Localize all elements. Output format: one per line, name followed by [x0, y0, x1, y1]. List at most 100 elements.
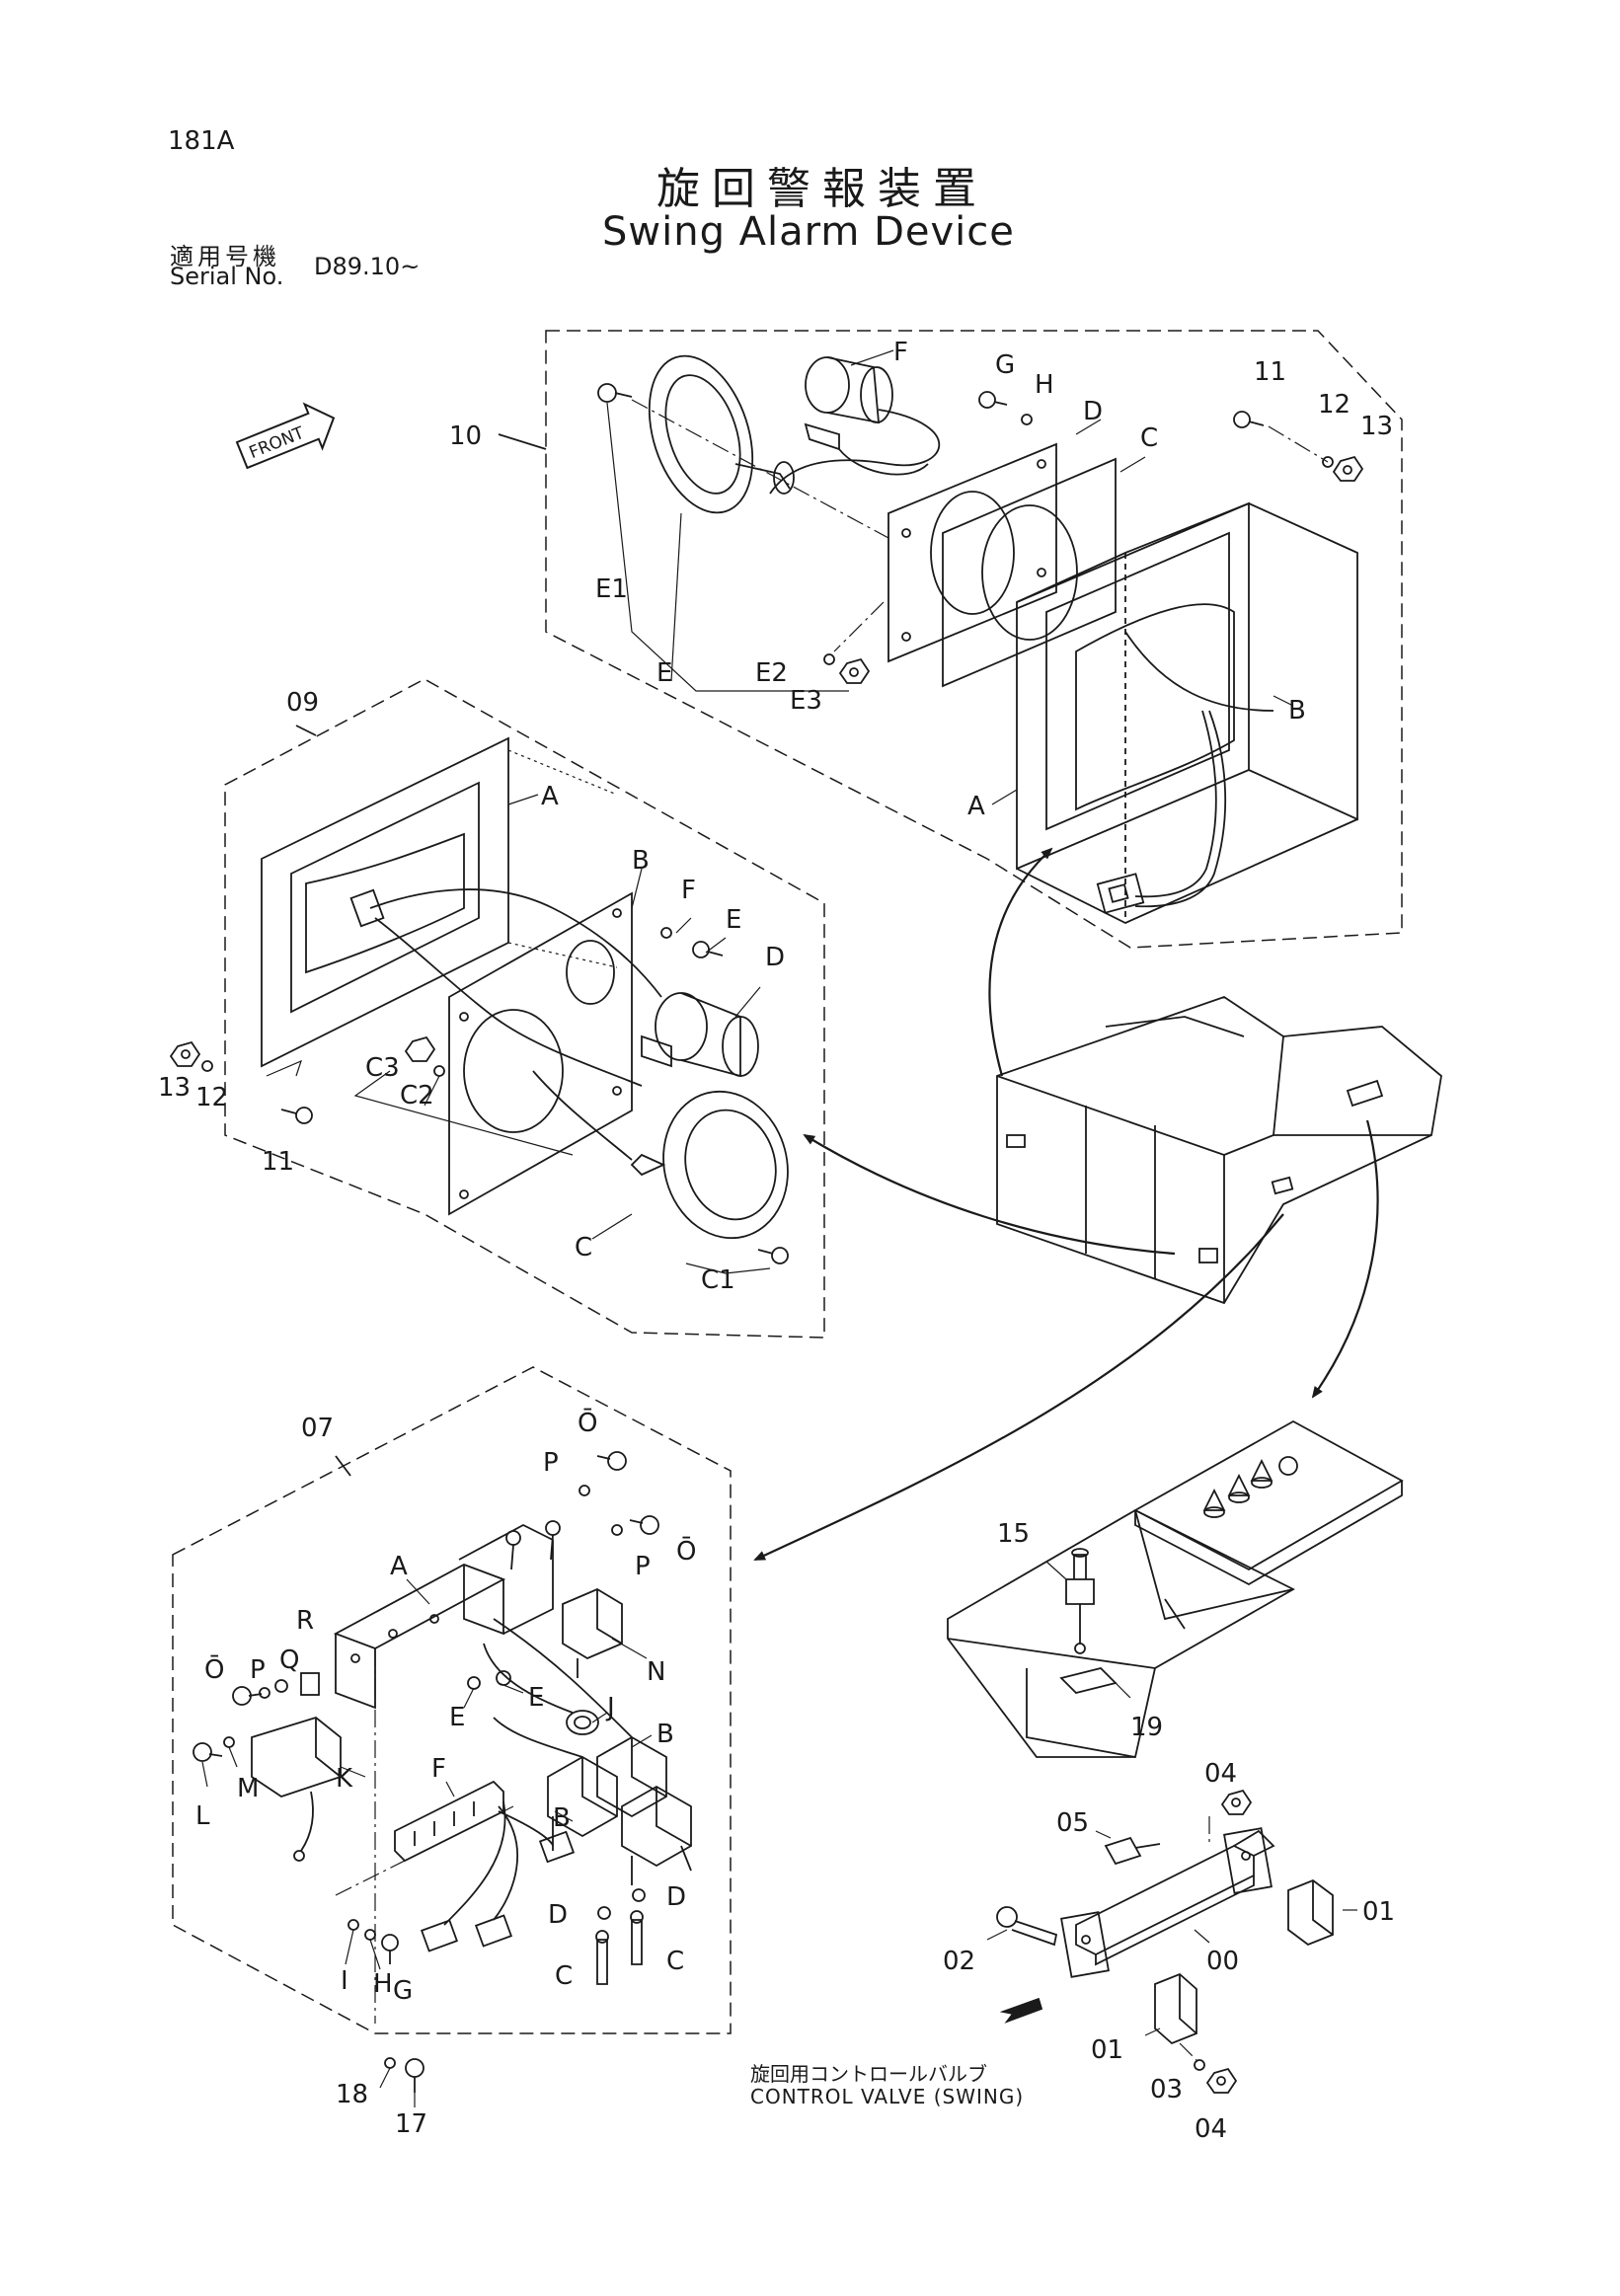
callout-09-c2: C2	[400, 1081, 434, 1110]
callout-07: 07	[301, 1414, 334, 1443]
cab-overview	[996, 996, 1442, 1305]
serial-number-value: D89.10~	[314, 253, 421, 280]
washer-h	[364, 1929, 376, 1941]
callout-10-h: H	[1035, 370, 1054, 400]
valve-bracket-assembly	[986, 1789, 1357, 2094]
block-01-right	[1287, 1878, 1334, 1947]
callout-07-o-top: Ō	[578, 1408, 597, 1438]
group-10-labels: 10 E1 E E2 E3 F G H D C A B 11 12 13	[449, 338, 1393, 821]
control-valve-label-english: CONTROL VALVE (SWING)	[750, 2085, 1025, 2108]
panel-washer-f	[660, 927, 672, 939]
front-label: FRONT	[247, 423, 308, 464]
panel-connector	[349, 888, 385, 928]
callout-07-n: N	[647, 1657, 665, 1687]
knob-3	[1250, 1458, 1273, 1489]
assembly-group-09	[169, 678, 825, 1339]
nut-13-top	[1332, 455, 1364, 482]
group-07-leader	[335, 1455, 351, 1477]
callout-07-d-2: D	[666, 1882, 686, 1912]
arrow-to-control-panel	[1311, 1119, 1379, 1399]
title-japanese: 旋回警報装置	[656, 164, 988, 214]
control-panel-labels: 15 19	[997, 1519, 1163, 1742]
bracket-plate-d	[887, 442, 1057, 663]
callout-07-b-2: B	[553, 1803, 571, 1833]
lamp-housing-a	[1016, 501, 1358, 924]
callout-10-c: C	[1140, 423, 1158, 453]
control-valve-label-japanese: 旋回用コントロールバルブ	[750, 2062, 987, 2086]
serial-label-japanese: 適用号機	[170, 243, 280, 270]
panel-lamp-c	[630, 1090, 789, 1240]
callout-07-i: I	[341, 1966, 348, 1996]
washer-m	[223, 1736, 235, 1748]
callout-07-k: K	[336, 1764, 353, 1794]
callout-07-c-2: C	[666, 1947, 684, 1976]
callout-07-a: A	[390, 1552, 408, 1581]
toggle-switch-15	[1065, 1548, 1095, 1654]
callout-07-e-1: E	[528, 1683, 544, 1713]
panel-washer-c2	[433, 1065, 445, 1077]
callout-07-e-2: E	[449, 1703, 465, 1732]
bracket-00	[1060, 1827, 1275, 1978]
callout-10-e2: E2	[755, 658, 788, 688]
washer-18	[384, 2057, 396, 2069]
clip-r	[300, 1672, 320, 1696]
relay-n	[562, 1587, 623, 1678]
callout-10-e: E	[656, 658, 672, 688]
screw-d-1	[597, 1906, 611, 1920]
callout-07-o-right: Ō	[676, 1536, 696, 1567]
relay-bracket-a	[333, 1523, 554, 1710]
callout-10-e1: E1	[595, 574, 628, 604]
knob-4	[1278, 1456, 1298, 1476]
callout-09-f: F	[681, 876, 696, 905]
assembly-group-07	[172, 1366, 732, 2107]
harness-connector-2	[474, 1914, 513, 1948]
gasket-c	[942, 457, 1117, 688]
callout-07-f: F	[431, 1754, 446, 1784]
bolt-c-1	[595, 1930, 609, 1985]
bolt-02	[996, 1906, 1058, 1947]
assembly-group-10	[498, 330, 1403, 949]
callout-07-p-top: P	[543, 1448, 559, 1478]
callout-09-12: 12	[195, 1083, 228, 1112]
callout-10-12: 12	[1318, 390, 1350, 420]
arrow-to-group-09	[803, 1133, 1176, 1256]
callout-09-11: 11	[262, 1147, 294, 1177]
ring-terminal-2	[545, 1520, 561, 1561]
callout-09-c1: C1	[701, 1265, 735, 1295]
buzzer-k	[251, 1716, 342, 1862]
callout-19: 19	[1130, 1713, 1163, 1742]
callout-07-r: R	[296, 1606, 314, 1636]
screw-e1	[597, 383, 633, 403]
screw-d-2	[632, 1888, 646, 1902]
callout-07-p-left: P	[250, 1655, 266, 1685]
screw-o-right	[629, 1515, 659, 1535]
callout-10-13: 13	[1360, 412, 1393, 441]
callout-09-c: C	[575, 1233, 592, 1263]
bolt-17	[405, 2058, 424, 2093]
screw-e-2	[467, 1676, 481, 1690]
callout-09: 09	[286, 688, 319, 718]
callout-10-d: D	[1083, 397, 1103, 426]
screw-o-left	[232, 1686, 263, 1706]
washer-e2	[823, 653, 835, 665]
panel-bracket-b	[448, 891, 633, 1216]
nut-04-top	[1220, 1789, 1253, 1815]
group-09-leader	[295, 725, 317, 736]
harness-connector-3	[538, 1830, 576, 1864]
callout-07-l: L	[195, 1801, 210, 1831]
relay-b-3	[621, 1785, 692, 1868]
housing-connector	[1096, 873, 1145, 914]
serial-label-english: Serial No.	[170, 263, 284, 290]
group-10-leader	[498, 433, 547, 450]
knob-1	[1202, 1488, 1226, 1518]
bolt-05	[1104, 1836, 1161, 1866]
callout-10-g: G	[995, 350, 1015, 380]
callout-09-b: B	[632, 846, 650, 876]
title-english: Swing Alarm Device	[602, 209, 1015, 255]
screw-11-top	[1233, 411, 1265, 428]
washer-12-top	[1322, 456, 1334, 468]
washer-p-left	[259, 1687, 270, 1699]
terminal-strip-f	[394, 1780, 504, 1863]
callout-00: 00	[1206, 1947, 1239, 1976]
